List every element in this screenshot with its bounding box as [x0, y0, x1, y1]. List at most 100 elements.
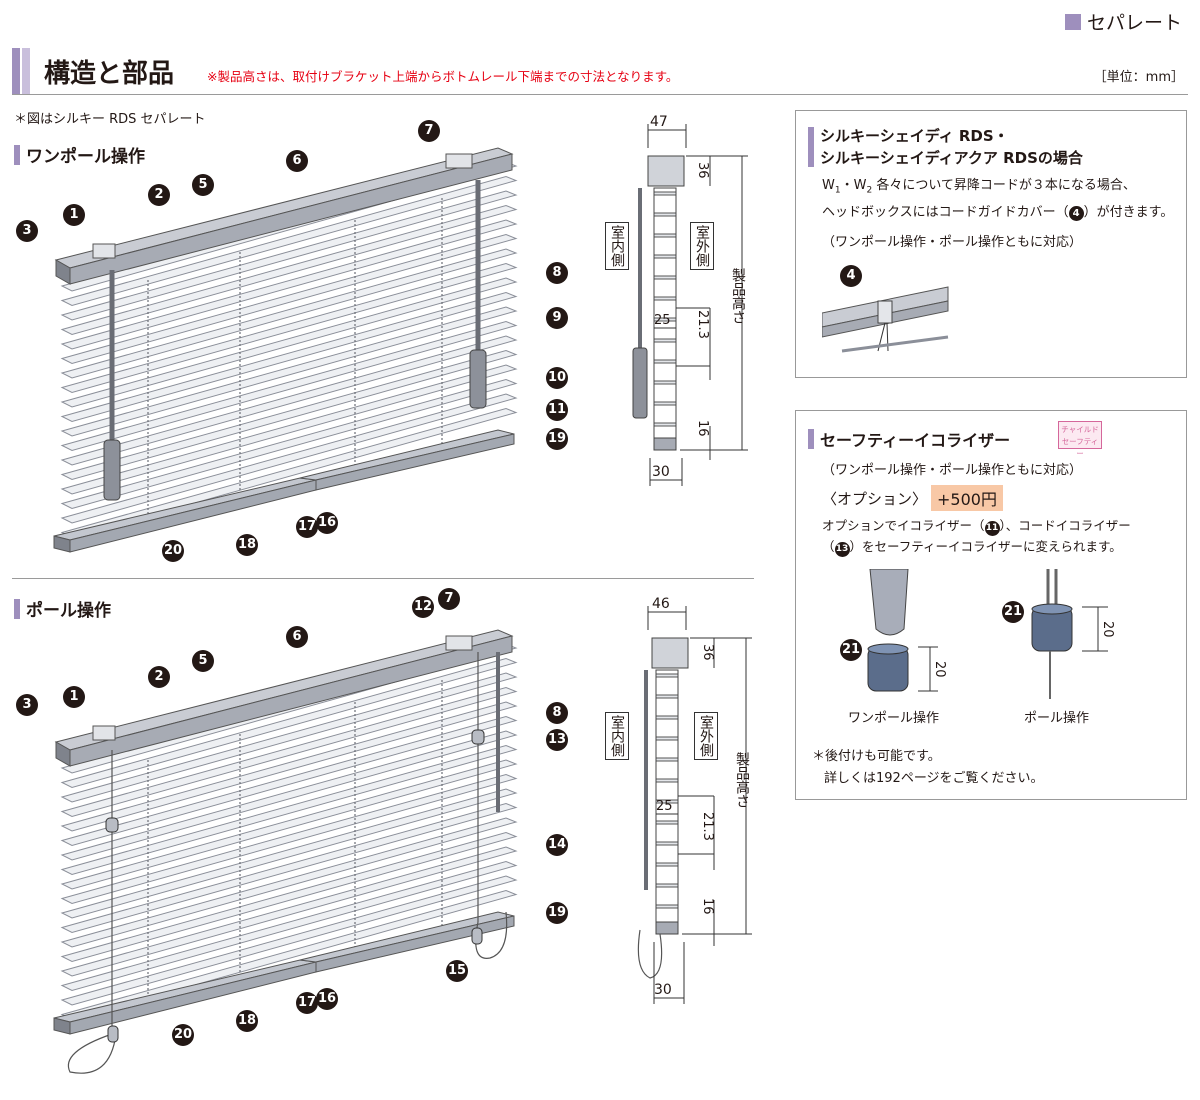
height-note: ※製品高さは、取付けブラケット上端からボトムレール下端までの寸法となります。	[207, 69, 679, 84]
panel2-title-wrap: セーフティーイコライザー	[808, 427, 1010, 451]
slat	[60, 364, 518, 495]
cord-guide-illustration	[822, 286, 949, 353]
slat	[60, 730, 518, 861]
text-w: W	[822, 178, 835, 193]
side-view-pole: 46 30 25	[637, 596, 752, 1004]
slat	[60, 701, 518, 832]
slat	[60, 262, 518, 394]
slat	[60, 773, 518, 905]
section-pole-label: ポール操作	[26, 601, 111, 621]
child-safety-badge: チャイルド セーフティー	[1058, 421, 1102, 458]
callout-7: 7	[418, 120, 440, 142]
slat	[60, 233, 518, 365]
slat	[60, 715, 518, 847]
side-slat	[653, 191, 677, 196]
side-slat	[653, 380, 677, 385]
callout-4-inline: 4	[1068, 205, 1084, 221]
callout-12: 12	[412, 596, 434, 618]
panel-square-icon	[808, 429, 814, 449]
slat	[60, 190, 518, 321]
blind-body	[53, 147, 518, 553]
slat	[60, 393, 518, 524]
figure-note: ＊図はシルキー RDS セパレート	[14, 112, 206, 127]
dim-width-bottom: 30	[654, 982, 672, 998]
text-w2-sub: 2	[866, 185, 873, 196]
text-guide: ヘッドボックスにはコードガイドカバー（	[822, 204, 1069, 220]
callout-1: 1	[63, 204, 85, 226]
series-square-icon	[1064, 13, 1081, 30]
slat	[60, 831, 518, 963]
callout-7: 7	[438, 588, 460, 610]
series-text: セパレート	[1086, 12, 1182, 34]
callout-19: 19	[546, 428, 568, 450]
dim-bottom: 16	[700, 898, 715, 915]
slat	[60, 277, 518, 408]
section-pole: ポール操作	[14, 596, 111, 621]
side-slat	[653, 254, 677, 259]
dim-slat-depth: 25	[656, 799, 673, 814]
side-slat	[655, 904, 679, 909]
slat	[60, 846, 518, 977]
outdoor-label: 室外側	[690, 222, 714, 270]
slat	[60, 219, 518, 350]
callout-21: 21	[1002, 601, 1024, 623]
unit-label: ［単位：mm］	[1093, 70, 1184, 85]
footnote-line2: 詳しくは192ページをご覧ください。	[824, 771, 1044, 786]
slat	[60, 657, 518, 789]
panel1-title: シルキーシェイディ RDS・ シルキーシェイディアクア RDSの場合	[808, 125, 1083, 169]
callout-17: 17	[296, 992, 318, 1014]
slat	[60, 875, 518, 1006]
panel2-body1: （ワンポール操作・ポール操作ともに対応）	[822, 463, 1083, 478]
indoor-label: 室内側	[605, 712, 629, 760]
option-label: 〈オプション〉	[822, 489, 928, 508]
side-slat	[655, 820, 679, 825]
callout-8: 8	[546, 262, 568, 284]
dim-width-top: 46	[652, 596, 670, 612]
section-divider	[12, 578, 754, 579]
section-square-icon	[14, 598, 20, 619]
series-label: セパレート	[1064, 8, 1182, 35]
cord-guide-panel: シルキーシェイディ RDS・ シルキーシェイディアクア RDSの場合 W1・W2…	[795, 110, 1187, 378]
slat	[60, 175, 518, 307]
text-w-sub: 1	[834, 185, 841, 196]
panel1-body1: W1・W2 各々について昇降コードが３本になる場合、 ヘッドボックスにはコードガ…	[822, 175, 1182, 223]
section-onepole: ワンポール操作	[14, 142, 145, 167]
panel1-title-line2: シルキーシェイディアクア RDSの場合	[820, 149, 1083, 167]
side-slat	[655, 883, 679, 888]
callout-16: 16	[316, 988, 338, 1010]
side-slat	[655, 694, 679, 699]
text-paren: （	[822, 539, 835, 554]
slat	[60, 378, 518, 510]
callout-2: 2	[148, 666, 170, 688]
callout-4: 4	[840, 265, 862, 287]
callout-19: 19	[546, 902, 568, 924]
blind-body	[53, 629, 518, 1074]
side-slat	[655, 715, 679, 720]
section-onepole-label: ワンポール操作	[26, 147, 145, 167]
equalizer-dim-left: 20	[932, 661, 947, 678]
side-slat	[655, 673, 679, 678]
slat	[60, 744, 518, 876]
callout-5: 5	[192, 650, 214, 672]
dim-width-top: 47	[650, 114, 668, 130]
slat	[60, 349, 518, 481]
text-cords: 各々について昇降コードが３本になる場合、	[872, 178, 1136, 193]
callout-3: 3	[16, 694, 38, 716]
equalizer-dim-right: 20	[1100, 621, 1115, 638]
callout-20: 20	[162, 540, 184, 562]
badge-line2: セーフティー	[1061, 437, 1099, 458]
callout-2: 2	[148, 184, 170, 206]
text-guide-end: ）が付きます。	[1083, 204, 1174, 220]
callout-17: 17	[296, 516, 318, 538]
footnote-line1: ＊後付けも可能です。	[812, 749, 941, 764]
side-slat	[655, 736, 679, 741]
dim-product-height: 製品高さ	[734, 752, 750, 808]
callout-20: 20	[172, 1024, 194, 1046]
side-slat	[653, 233, 677, 238]
side-slat	[653, 338, 677, 343]
slat	[60, 291, 518, 423]
badge-line1: チャイルド	[1061, 425, 1099, 434]
callout-21: 21	[840, 639, 862, 661]
text-w2: ・W	[840, 178, 867, 193]
callout-11-inline: 11	[984, 521, 1000, 536]
